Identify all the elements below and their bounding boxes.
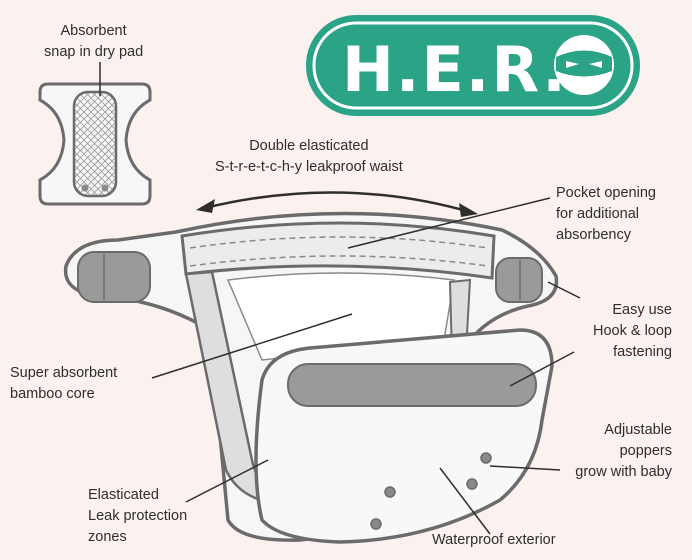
label-waist-line1: Double elasticated (249, 138, 369, 154)
label-poppers-line3: grow with baby (575, 464, 672, 480)
snap-pad-illustration (38, 82, 152, 206)
nappy-main (63, 211, 559, 544)
label-leak-line3: zones (88, 529, 127, 545)
leader-poppers (489, 465, 561, 471)
label-pocket: Pocket opening for additional absorbency (556, 183, 656, 246)
label-pocket-line2: for additional (556, 206, 640, 222)
label-snap-pad: Absorbent snap in dry pad (44, 21, 143, 63)
label-snap-pad-line1: Absorbent (60, 23, 127, 39)
label-fastening-line2: Hook & loop (593, 323, 672, 339)
label-pocket-line1: Pocket opening (556, 185, 656, 201)
label-leak-line1: Elasticated (88, 487, 159, 503)
label-waist: Double elasticated S-t-r-e-t-c-h-y leakp… (215, 136, 403, 178)
leader-pocket (347, 197, 551, 249)
brand-logo-badge: H.E.R. (306, 15, 640, 116)
label-leak: Elasticated Leak protection zones (88, 485, 187, 548)
label-poppers-line2: poppers (619, 443, 672, 459)
leader-hook-tab (509, 351, 575, 387)
label-pocket-line3: absorbency (556, 227, 631, 243)
label-waist-line2: S-t-r-e-t-c-h-y leakproof waist (215, 159, 403, 175)
leader-leak (185, 459, 269, 503)
leader-fastening (547, 281, 581, 299)
label-snap-pad-line2: snap in dry pad (44, 44, 144, 60)
label-exterior-line1: Waterproof exterior (432, 532, 556, 548)
leader-core (151, 313, 353, 379)
label-exterior: Waterproof exterior (432, 530, 556, 551)
leader-exterior (439, 467, 491, 535)
label-core-line1: Super absorbent (10, 365, 118, 381)
label-fastening: Easy use Hook & loop fastening (593, 300, 672, 363)
brand-logo-text: H.E.R. (342, 33, 568, 106)
stretch-arrow (196, 191, 478, 217)
label-leak-line2: Leak protection (88, 508, 188, 524)
leader-lines (99, 62, 581, 535)
label-core: Super absorbent bamboo core (10, 363, 117, 405)
label-poppers: Adjustable poppers grow with baby (575, 420, 672, 483)
label-poppers-line1: Adjustable (604, 422, 672, 438)
label-core-line2: bamboo core (10, 386, 95, 402)
label-fastening-line3: fastening (613, 344, 672, 360)
ninja-face-icon (554, 35, 614, 95)
label-fastening-line1: Easy use (612, 302, 672, 318)
